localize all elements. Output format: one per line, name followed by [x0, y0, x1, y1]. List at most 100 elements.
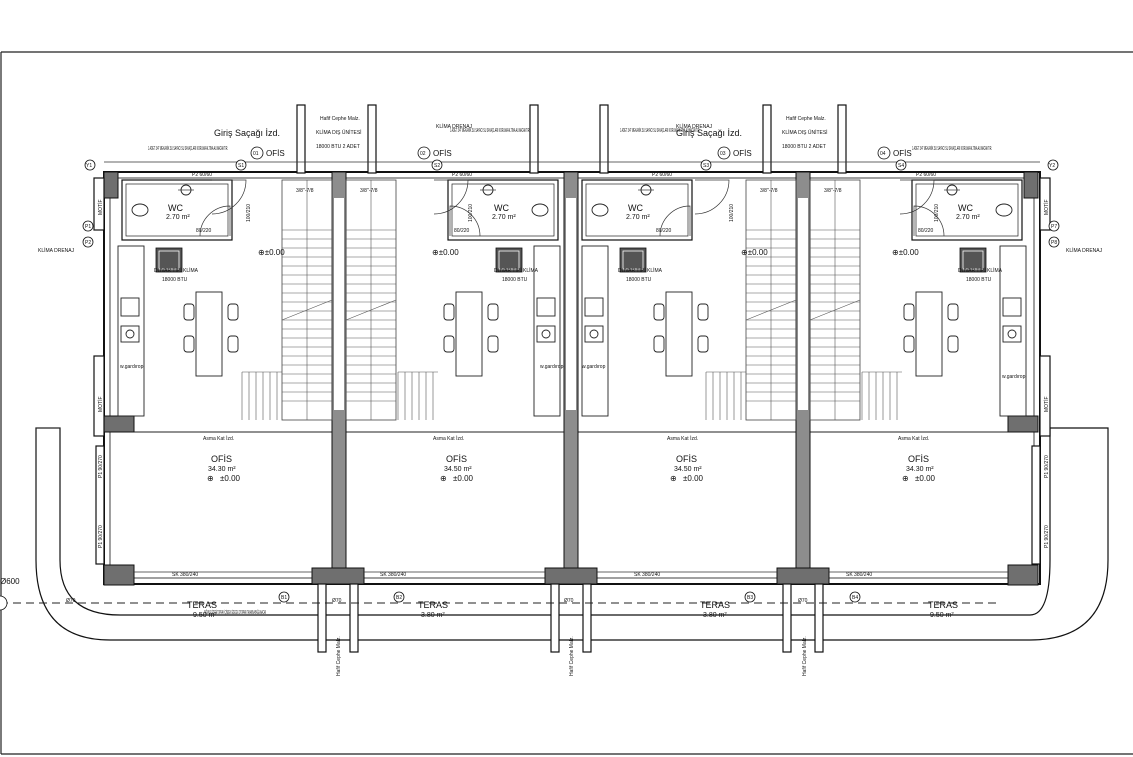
ac-btu-3: 18000 BTU: [626, 277, 652, 283]
entrance-door-swing-3: [694, 179, 730, 215]
wc-label-4: WC: [958, 203, 973, 213]
terrace-note: YAĞMUR GİDERİ TOPRAK İÇİNDEN GİDECEK OTO…: [204, 609, 266, 616]
motif-label-nw: MOTİF: [97, 199, 104, 215]
chair-1-2: [227, 303, 239, 321]
grid-tag-p1-label: P1: [85, 224, 91, 230]
grid-tag-p2: P2: [82, 236, 94, 248]
motif-panel-ne: [1039, 177, 1051, 231]
wc-inner-2: [451, 183, 555, 237]
wc-inner-3: [585, 183, 689, 237]
entrance-door-swing-4: [899, 179, 935, 215]
section-mark-1-num: 01: [253, 151, 259, 157]
grid-tag-y2-label: Y2: [1049, 163, 1055, 169]
facade-fin-b4: [582, 583, 592, 653]
facade-fin-b3: [550, 583, 560, 653]
fixture-note-3: w.gardırop: [582, 364, 606, 370]
terrace-tag-b4-label: B4: [852, 595, 858, 601]
level-marker-1: ⊕: [207, 474, 214, 483]
grid-tag-p8-label: P8: [1051, 240, 1057, 246]
toilet-4: [995, 203, 1013, 217]
stair-code-3: 3/8''-7/8: [760, 188, 778, 194]
section-mark-2-word: OFİS: [433, 149, 452, 158]
toilet-1: [131, 203, 149, 217]
kitchen-sink-bowl-2: [541, 329, 551, 339]
drain-code-3: Ø70: [564, 598, 574, 604]
drain-code-4: Ø70: [798, 598, 808, 604]
ac-unit-4: [959, 247, 987, 273]
sliding-door-label-4: SK 380/240: [846, 572, 872, 578]
chair-4-3: [947, 335, 959, 353]
grid-tag-y1: Y1: [84, 159, 96, 171]
column-nw: [103, 171, 119, 199]
terrace-area-3: 3.80 m²: [703, 612, 727, 619]
office-name-1: OFİS: [211, 454, 232, 464]
dining-table-2: [455, 291, 483, 377]
side-window-label-w1: P1 90/270: [98, 455, 104, 478]
wc-door-swing-3: [659, 205, 691, 237]
stair-2: [345, 179, 438, 421]
chair-2-0: [443, 303, 455, 321]
ac-btu-2: 18000 BTU: [502, 277, 528, 283]
facade-fin-b6: [814, 583, 824, 653]
dining-table-1: [195, 291, 223, 377]
grid-tag-s2: S2: [431, 159, 443, 171]
kitchen-sink-bowl-3: [589, 329, 599, 339]
facade-label-top-2: Hafif Cephe Malz.: [786, 116, 826, 122]
party-wall-gap-2: [566, 198, 576, 410]
ac-unit-2: [495, 247, 523, 273]
kitchen-counter-1: [117, 245, 145, 417]
grid-tag-s4: S4: [895, 159, 907, 171]
section-mark-3: 03 OFİS: [717, 146, 752, 160]
facade-fin-1: [296, 104, 306, 174]
fixture-note-1: w.gardırop: [120, 364, 144, 370]
terrace-name-2: TERAS: [418, 600, 448, 610]
door-code-4: 100/210: [934, 204, 940, 222]
kitchen-counter-3: [581, 245, 609, 417]
kitchen-hob-4: [1002, 297, 1022, 317]
motif-panel-w: [93, 355, 105, 437]
grid-tag-s2-label: S2: [434, 163, 440, 169]
kitchen-hob-1: [120, 297, 140, 317]
window-code-4: P2 60/60: [916, 172, 936, 178]
ac-unit-1: [155, 247, 183, 273]
column-se: [1007, 564, 1039, 586]
terrace-tag-b2-label: B2: [396, 595, 402, 601]
facade-fin-5: [762, 104, 772, 174]
wc-door-size-2: 80/220: [454, 228, 470, 234]
terrace-name-3: TERAS: [700, 600, 730, 610]
terrace-outline: [35, 427, 1109, 641]
section-mark-4-word: OFİS: [893, 149, 912, 158]
level-marker-4: ⊕: [902, 474, 909, 483]
wc-label-3: WC: [628, 203, 643, 213]
side-window-w: [95, 445, 105, 565]
toilet-3: [591, 203, 609, 217]
chair-3-1: [653, 335, 665, 353]
chair-3-2: [697, 303, 709, 321]
terrace-name-4: TERAS: [928, 600, 958, 610]
ac-btu-4: 18000 BTU: [966, 277, 992, 283]
door-code-2: 100/210: [468, 204, 474, 222]
window-code-2: P2 60/60: [452, 172, 472, 178]
office-name-3: OFİS: [676, 454, 697, 464]
chair-1-3: [227, 335, 239, 353]
wc-area-2: 2.70 m²: [492, 214, 516, 221]
terrace-tag-b2: B2: [393, 591, 405, 603]
ac-unit-grille-2: [498, 250, 520, 270]
chair-2-2: [487, 303, 499, 321]
toilet-2: [531, 203, 549, 217]
floor-level-1: ⊕±0.00: [258, 248, 285, 257]
wc-area-1: 2.70 m²: [166, 214, 190, 221]
kitchen-hob-3: [584, 297, 604, 317]
outdoor-unit-title-2: KLİMA DIŞ ÜNİTESİ: [782, 129, 828, 136]
stair-break-1: [281, 299, 333, 321]
wc-area-3: 2.70 m²: [626, 214, 650, 221]
meter-note-3: 1 ADET 3/4" MEKANİK SU SAYACI SU SAYAÇLA…: [620, 127, 700, 134]
facade-label-bottom-1: Hafif Cephe Malz.: [336, 636, 342, 676]
level-marker-2: ⊕: [440, 474, 447, 483]
entrance-door-swing-2: [433, 179, 469, 215]
office-name-2: OFİS: [446, 454, 467, 464]
facade-fin-b2: [349, 583, 359, 653]
